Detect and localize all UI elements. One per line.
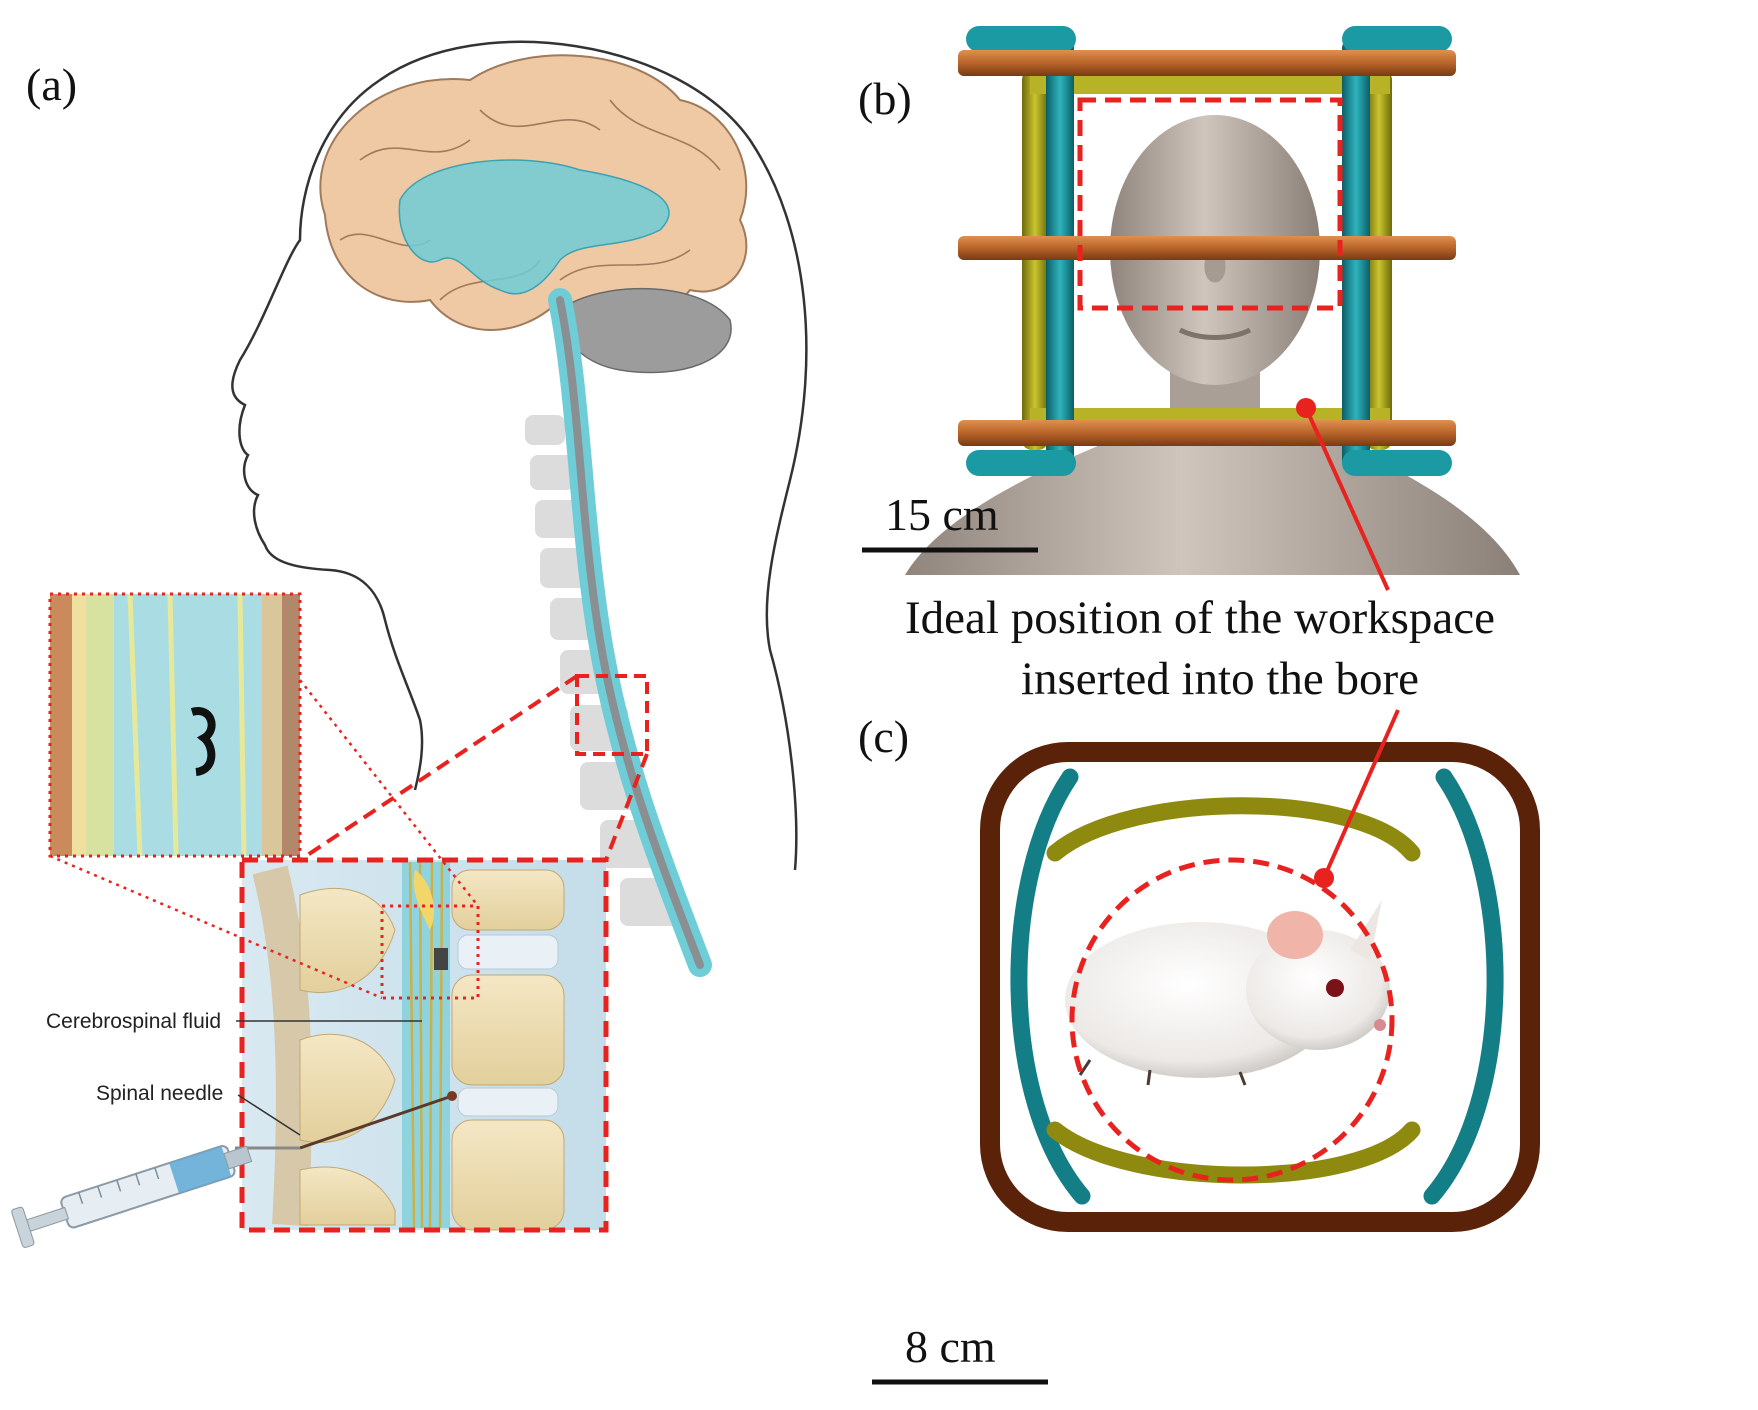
gradient-coil-top [1030, 74, 1390, 94]
coil-cap-bottom-left [966, 450, 1076, 476]
bore-outline [980, 742, 1540, 1232]
spine-region-highlight [575, 674, 649, 756]
gradient-arc-bottom [1046, 1121, 1421, 1184]
coil-cap-bottom-right [1342, 450, 1452, 476]
workspace-circle [1069, 857, 1395, 1183]
coil-cap-top-right [1342, 26, 1452, 52]
panel-a-label: (a) [26, 59, 77, 110]
copper-bar-top [958, 50, 1456, 76]
spine-cross-section-inset [239, 857, 609, 1233]
panel-c-label: (c) [858, 711, 909, 762]
ventricles [398, 159, 670, 295]
workspace-box [1077, 97, 1343, 311]
rf-coil-arc-left [1010, 768, 1091, 1205]
zoom-connector-2 [604, 753, 649, 861]
panel-b-label: (b) [858, 73, 912, 124]
copper-bar-bottom [958, 420, 1456, 446]
workspace-annotation-line2: inserted into the bore [1021, 653, 1419, 705]
scale-bar-c-label: 8 cm [905, 1321, 996, 1372]
gradient-arc-top [1046, 797, 1421, 862]
workspace-leader-b [1304, 407, 1390, 591]
head-outline [231, 40, 808, 871]
needle-tip-magnified-inset [48, 592, 302, 858]
csf-label: Cerebrospinal fluid [46, 1010, 221, 1033]
syringe [11, 1145, 300, 1248]
coil-cap-top-left [966, 26, 1076, 52]
copper-bar-middle [958, 236, 1456, 260]
zoom-connector-1 [298, 674, 579, 862]
panel-a: (a) [11, 40, 808, 1248]
spinal-cord-core [556, 296, 704, 969]
panel-c: (c) 8 cm [858, 709, 1540, 1385]
workspace-annotation-line1: Ideal position of the workspace [905, 592, 1495, 644]
needle-pointer [237, 1094, 301, 1136]
brain-folds [339, 99, 721, 301]
inner-zoom-region [380, 904, 480, 1000]
cerebellum [559, 287, 732, 374]
panel-b: (b) 15 cm [858, 26, 1520, 591]
needle-label: Spinal needle [96, 1082, 223, 1105]
scale-bar-b-label: 15 cm [885, 489, 999, 540]
guinea-pig [1065, 900, 1390, 1086]
rf-coil-arc-right [1423, 768, 1504, 1205]
workspace-leader-c [1322, 709, 1400, 879]
